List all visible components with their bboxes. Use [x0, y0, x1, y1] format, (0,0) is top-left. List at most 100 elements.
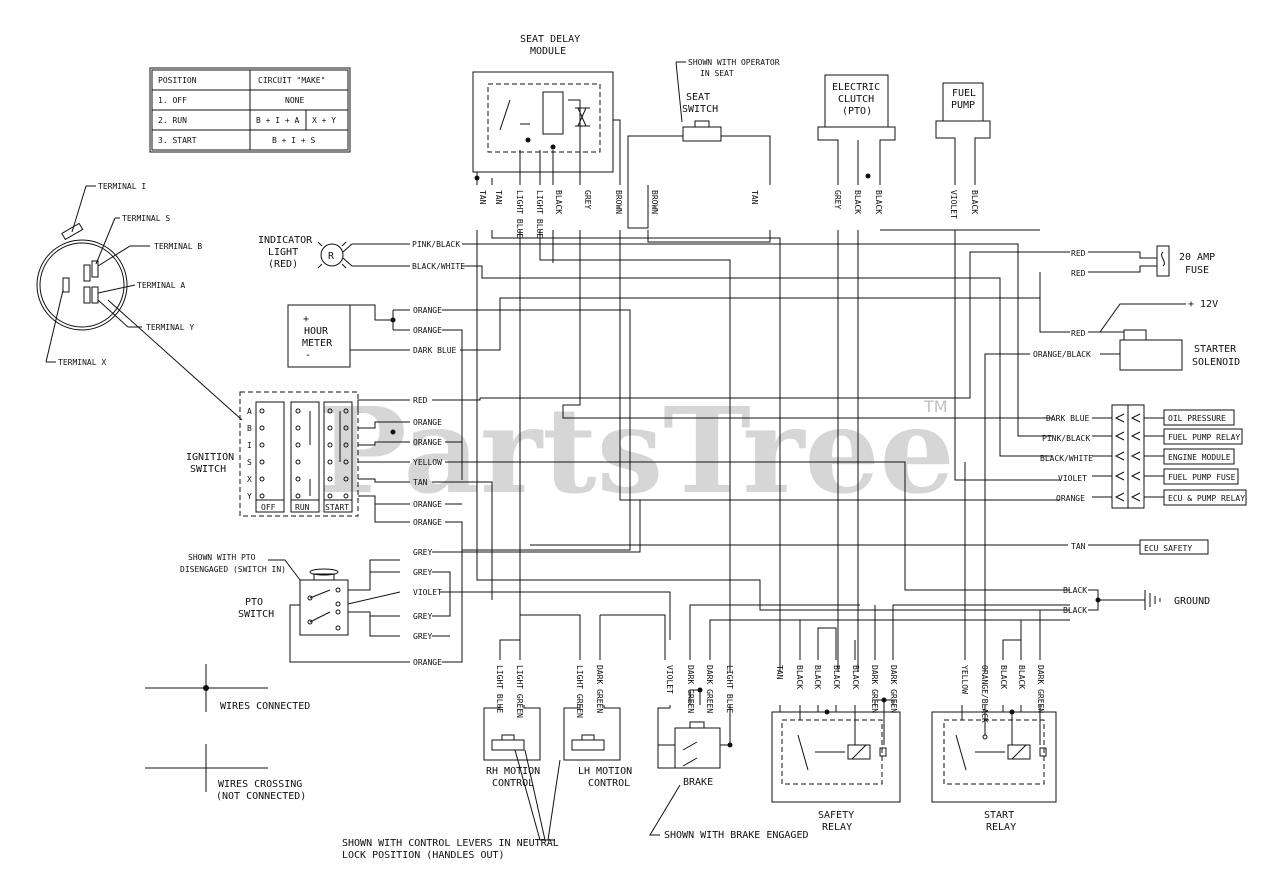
wire-label: RED	[1071, 329, 1086, 338]
ign-position: OFF	[261, 503, 276, 512]
pto-title: SWITCH	[238, 609, 274, 620]
plus12-label: + 12V	[1188, 299, 1218, 310]
bottom-left-switches: LIGHT BLUE LIGHT GREEN LIGHT GREEN DARK …	[342, 604, 860, 861]
brake-note: SHOWN WITH BRAKE ENGAGED	[664, 830, 809, 841]
ignition-contacts	[259, 408, 349, 499]
top-wire-labels: TAN TAN LIGHT BLUE LIGHT BLUE BLACK GREY…	[478, 190, 979, 238]
indicator-light: INDICATOR LIGHT (RED) R PINK/BLACK BLACK…	[258, 235, 1052, 457]
safety-relay: TAN BLACK BLACK BLACK BLACK DARK GREEN D…	[771, 604, 1070, 833]
wire-label: ORANGE	[413, 418, 442, 427]
hour-meter-label: +	[303, 314, 309, 325]
wire-label: BLACK/WHITE	[1040, 454, 1093, 463]
wire-label: LIGHT BLUE	[515, 190, 524, 238]
wire-label: BLACK	[1063, 586, 1087, 595]
wire-label: BLACK/WHITE	[412, 262, 465, 271]
wire-label: TAN	[1071, 542, 1086, 551]
legend-crossing: (NOT CONNECTED)	[216, 791, 306, 802]
safety-relay-title: SAFETY	[818, 810, 854, 821]
fuse-starter: RED RED RED ORANGE/BLACK 20 AMP FUSE + 1…	[984, 245, 1240, 672]
wire-label: PINK/BLACK	[1042, 434, 1090, 443]
starter-title: STARTER	[1194, 344, 1237, 355]
connector-label: FUEL PUMP FUSE	[1168, 473, 1236, 482]
ignition-title: IGNITION	[186, 452, 234, 463]
levers-note: LOCK POSITION (HANDLES OUT)	[342, 850, 505, 861]
levers-note: SHOWN WITH CONTROL LEVERS IN NEUTRAL	[342, 838, 559, 849]
indicator-title: INDICATOR	[258, 235, 313, 246]
wire-label: BLACK	[795, 665, 804, 689]
wire-label: RED	[1071, 249, 1086, 258]
wire-label: GREY	[413, 612, 432, 621]
seat-switch: SHOWN WITH OPERATOR IN SEAT SEAT SWITCH	[627, 58, 780, 185]
clutch-title: CLUTCH	[838, 94, 874, 105]
wire-label: ORANGE	[413, 658, 442, 667]
wire-label: BLACK	[999, 665, 1008, 689]
hour-meter-label: METER	[302, 338, 333, 349]
legend-crossing: WIRES CROSSING	[218, 779, 302, 790]
wire-label: DARK GREEN	[1036, 665, 1045, 713]
table-row-pos: 3. START	[158, 136, 197, 145]
terminal-b-label: TERMINAL B	[154, 242, 202, 251]
table-row-pos: 2. RUN	[158, 116, 187, 125]
hour-meter-label: -	[305, 350, 311, 361]
wire-label: GREY	[413, 548, 432, 557]
table-header-position: POSITION	[158, 76, 197, 85]
wire-label: TAN	[750, 190, 759, 205]
wire-label: ORANGE	[413, 518, 442, 527]
wire-label: ORANGE	[413, 500, 442, 509]
fuse-title: FUSE	[1185, 265, 1209, 276]
seat-switch-note: IN SEAT	[700, 69, 734, 78]
wire-label: VIOLET	[665, 665, 674, 694]
pto-note: DISENGAGED (SWITCH IN)	[180, 565, 286, 574]
ign-letter: Y	[247, 492, 252, 501]
wire-label: DARK BLUE	[1046, 414, 1090, 423]
wire-label: BLACK	[874, 190, 883, 214]
ign-letter: X	[247, 475, 252, 484]
wire-label: LIGHT GREEN	[515, 665, 524, 718]
hour-meter-label: HOUR	[304, 326, 329, 337]
wire-label: BLACK	[554, 190, 563, 214]
ecu-safety-label: ECU SAFETY	[1144, 544, 1192, 553]
wire-label: YELLOW	[960, 665, 969, 694]
wire-label: TAN	[413, 478, 428, 487]
ign-position: START	[325, 503, 349, 512]
ecu-ground: TAN ECU SAFETY BLACK BLACK GROUND	[530, 539, 1210, 615]
table-row-pos: 1. OFF	[158, 96, 187, 105]
wire-label: LIGHT BLUE	[535, 190, 544, 238]
indicator-title: (RED)	[268, 259, 298, 270]
fuse-title: 20 AMP	[1179, 252, 1215, 263]
starter-title: SOLENOID	[1192, 357, 1240, 368]
wire-label: DARK GREEN	[705, 665, 714, 713]
wire-label: BLACK	[1063, 606, 1087, 615]
clutch-title: ELECTRIC	[832, 82, 880, 93]
ground-label: GROUND	[1174, 596, 1210, 607]
watermark: PartsTree TM	[318, 381, 955, 520]
wire-label: VIOLET	[413, 588, 442, 597]
legend: WIRES CONNECTED WIRES CROSSING (NOT CONN…	[145, 664, 310, 802]
wire-label: PINK/BLACK	[412, 240, 460, 249]
wire-label: ORANGE	[413, 438, 442, 447]
wire-label: TAN	[494, 190, 503, 205]
wire-label: TAN	[775, 665, 784, 680]
clutch-title: (PTO)	[842, 106, 872, 117]
terminal-i-label: TERMINAL I	[98, 182, 146, 191]
wire-label: ORANGE/BLACK	[980, 665, 989, 723]
table-row-c1: B + I + S	[272, 136, 316, 145]
terminal-a-label: TERMINAL A	[137, 281, 185, 290]
pto-title: PTO	[245, 597, 263, 608]
ignition-terminal-view: TERMINAL I TERMINAL S TERMINAL B TERMINA…	[36, 182, 243, 421]
wire-label: GREY	[413, 632, 432, 641]
wire-label: BLACK	[832, 665, 841, 689]
position-table: POSITION CIRCUIT "MAKE" 1. OFF NONE 2. R…	[149, 67, 351, 153]
table-row-c2: X + Y	[312, 116, 336, 125]
terminal-y-label: TERMINAL Y	[146, 323, 194, 332]
wire-label: DARK GREEN	[595, 665, 604, 713]
indicator-symbol: R	[328, 251, 335, 262]
rh-motion-title: RH MOTION	[486, 766, 540, 777]
wire-label: DARK BLUE	[413, 346, 457, 355]
wire-label: VIOLET	[1058, 474, 1087, 483]
start-relay: YELLOW ORANGE/BLACK BLACK BLACK DARK GRE…	[931, 462, 1070, 833]
indicator-title: LIGHT	[268, 247, 298, 258]
terminal-x-label: TERMINAL X	[58, 358, 106, 367]
table-header-circuit: CIRCUIT "MAKE"	[258, 76, 325, 85]
